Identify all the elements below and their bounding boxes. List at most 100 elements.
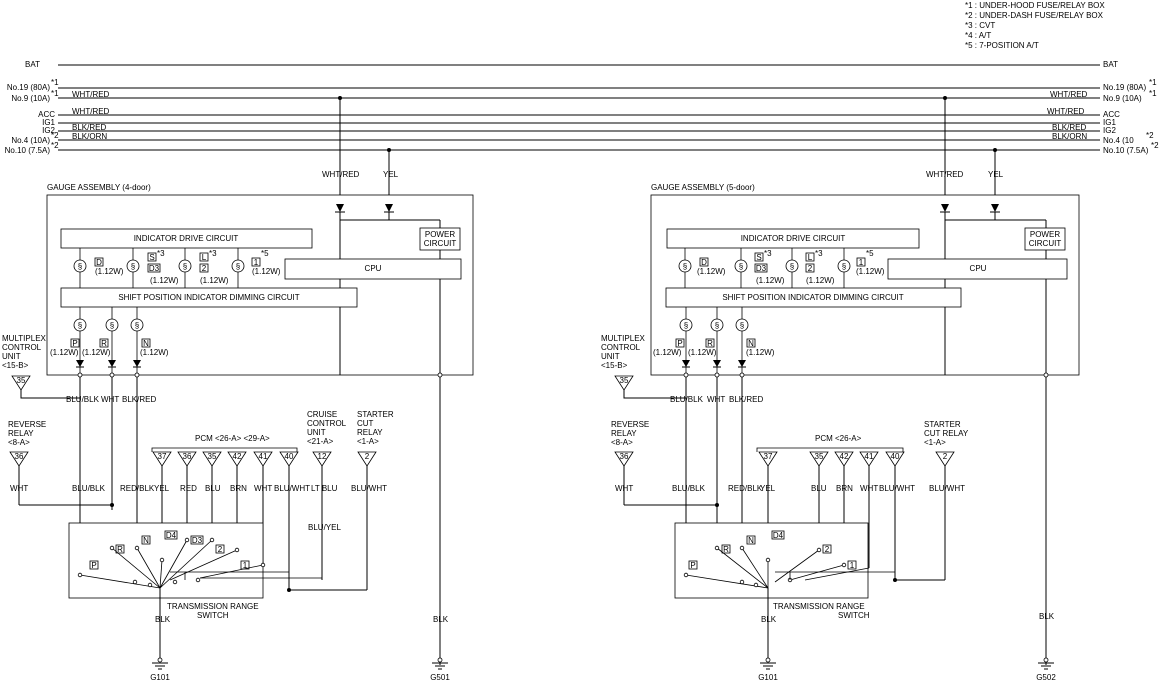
trs-4door-positions: P R N D4 D3 2 1 [89, 530, 250, 570]
bus-no9-left-star: *1 [51, 89, 59, 98]
starter-label: RELAY [357, 428, 383, 437]
watt: (1.12W) [95, 267, 124, 276]
bulb-icon: § [842, 262, 846, 271]
pos-2: 2 [808, 264, 813, 273]
mux-label: UNIT [2, 352, 21, 361]
starter-label: STARTER [357, 410, 394, 419]
pin: 2 [365, 452, 370, 461]
bus-no9-right: No.9 (10A) [1103, 94, 1142, 103]
rev-label: <8-A> [8, 438, 30, 447]
pin: 37 [764, 452, 773, 461]
upper-bulbs-4door: § D (1.12W) § S *3 D3 (1.12W) § L *3 2 (… [73, 248, 281, 288]
starter-label: STARTER [924, 420, 961, 429]
bus-no19-right: No.19 (80A) [1103, 83, 1146, 92]
bus-no10-left-star: *2 [51, 141, 59, 150]
bulb-icon: § [684, 321, 688, 330]
bus-no10-left: No.10 (7.5A) [5, 146, 51, 155]
wire-label: WHT/RED [72, 90, 110, 99]
pcm-4door-label: PCM <26-A> <29-A> [195, 434, 270, 443]
starter-label: <1-A> [357, 437, 379, 446]
wire-label: BLU [205, 484, 221, 493]
lower-bulbs-5door: § P (1.12W) § R (1.12W) § N (1.12W) [653, 307, 1049, 378]
wire-label: YEL [383, 170, 399, 179]
rev-label: REVERSE [8, 420, 46, 429]
bulb-icon: § [683, 262, 687, 271]
bus-no19-left-star: *1 [51, 78, 59, 87]
cpu-5door: CPU [970, 264, 987, 273]
watt: (1.12W) [756, 276, 785, 285]
rev-label: REVERSE [611, 420, 649, 429]
bus-no4-right-star: *2 [1146, 131, 1154, 140]
pos-r: R [117, 545, 123, 554]
pos-2: 2 [825, 545, 830, 554]
mux-label: CONTROL [2, 343, 42, 352]
pos-l: L [808, 253, 813, 262]
bulb-icon: § [131, 262, 135, 271]
ground-label: G501 [430, 673, 450, 682]
note-3: *3 : CVT [965, 21, 995, 30]
pin: 40 [891, 452, 900, 461]
wire-label: BLK/RED [729, 395, 763, 404]
pos-d3: D3 [756, 264, 767, 273]
pos-r: R [707, 339, 713, 348]
wire-label: BLU/WHT [274, 484, 310, 493]
mux-label: <15-B> [601, 361, 628, 370]
pos-p: P [677, 339, 682, 348]
wire-label: WHT/RED [1047, 107, 1085, 116]
sup: *5 [866, 249, 874, 258]
watt: (1.12W) [856, 267, 885, 276]
pin: 36 [15, 452, 24, 461]
lower-bulbs-4door: § P (1.12W) § R (1.12W) § N (1.12W) [50, 307, 443, 378]
pos-n: N [143, 536, 149, 545]
bulb-icon: § [790, 262, 794, 271]
wire-label: BLK/RED [122, 395, 156, 404]
wire-label: BRN [230, 484, 247, 493]
wire-label: BLK [433, 615, 449, 624]
watt: (1.12W) [688, 348, 717, 357]
gauge-4door-title: GAUGE ASSEMBLY (4-door) [47, 183, 151, 192]
pos-p: P [690, 561, 695, 570]
pin: 42 [233, 452, 242, 461]
wire-label: BRN [836, 484, 853, 493]
wire-label: WHT [10, 484, 28, 493]
wire-label: WHT [707, 395, 725, 404]
watt: (1.12W) [806, 276, 835, 285]
upper-bulbs-5door: § D (1.12W) § S *3 D3 (1.12W) § L *3 2 (… [678, 248, 885, 288]
bus-ig2-right: IG2 [1103, 126, 1116, 135]
pin: 12 [318, 452, 327, 461]
sup: *3 [157, 249, 165, 258]
ground-g502: G502 [1036, 657, 1056, 682]
gauge-5door-title: GAUGE ASSEMBLY (5-door) [651, 183, 755, 192]
note-4: *4 : A/T [965, 31, 991, 40]
rev-label: RELAY [611, 429, 637, 438]
wire-label: WHT [615, 484, 633, 493]
pos-r: R [723, 545, 729, 554]
pin: 35 [815, 452, 824, 461]
cruise-label: UNIT [307, 428, 326, 437]
bus-no4-left-star: *2 [51, 131, 59, 140]
bulb-icon: § [135, 321, 139, 330]
bus-ig2-left: IG2 [42, 126, 55, 135]
pos-n: N [748, 339, 754, 348]
pin: 35 [620, 376, 629, 385]
ground-label: G101 [758, 673, 778, 682]
pos-2: 2 [218, 545, 223, 554]
power-circuit-4door: POWER [425, 230, 455, 239]
pos-p: P [72, 339, 77, 348]
wire-label: BLU/BLK [66, 395, 100, 404]
power-circuit-5door: POWER [1030, 230, 1060, 239]
mux-label: CONTROL [601, 343, 641, 352]
pos-s: S [149, 253, 154, 262]
pcm-5door-label: PCM <26-A> [815, 434, 862, 443]
watt: (1.12W) [82, 348, 111, 357]
pin: 40 [285, 452, 294, 461]
wire-label: RED/BLK [728, 484, 763, 493]
starter-label: CUT RELAY [924, 429, 969, 438]
wire-label: BLK/RED [1052, 123, 1086, 132]
bulb-icon: § [715, 321, 719, 330]
cruise-label: <21-A> [307, 437, 334, 446]
power-circuit-4door-l2: CIRCUIT [424, 239, 457, 248]
pos-r: R [101, 339, 107, 348]
dimming-5door: SHIFT POSITION INDICATOR DIMMING CIRCUIT [722, 293, 903, 302]
pin: 36 [620, 452, 629, 461]
